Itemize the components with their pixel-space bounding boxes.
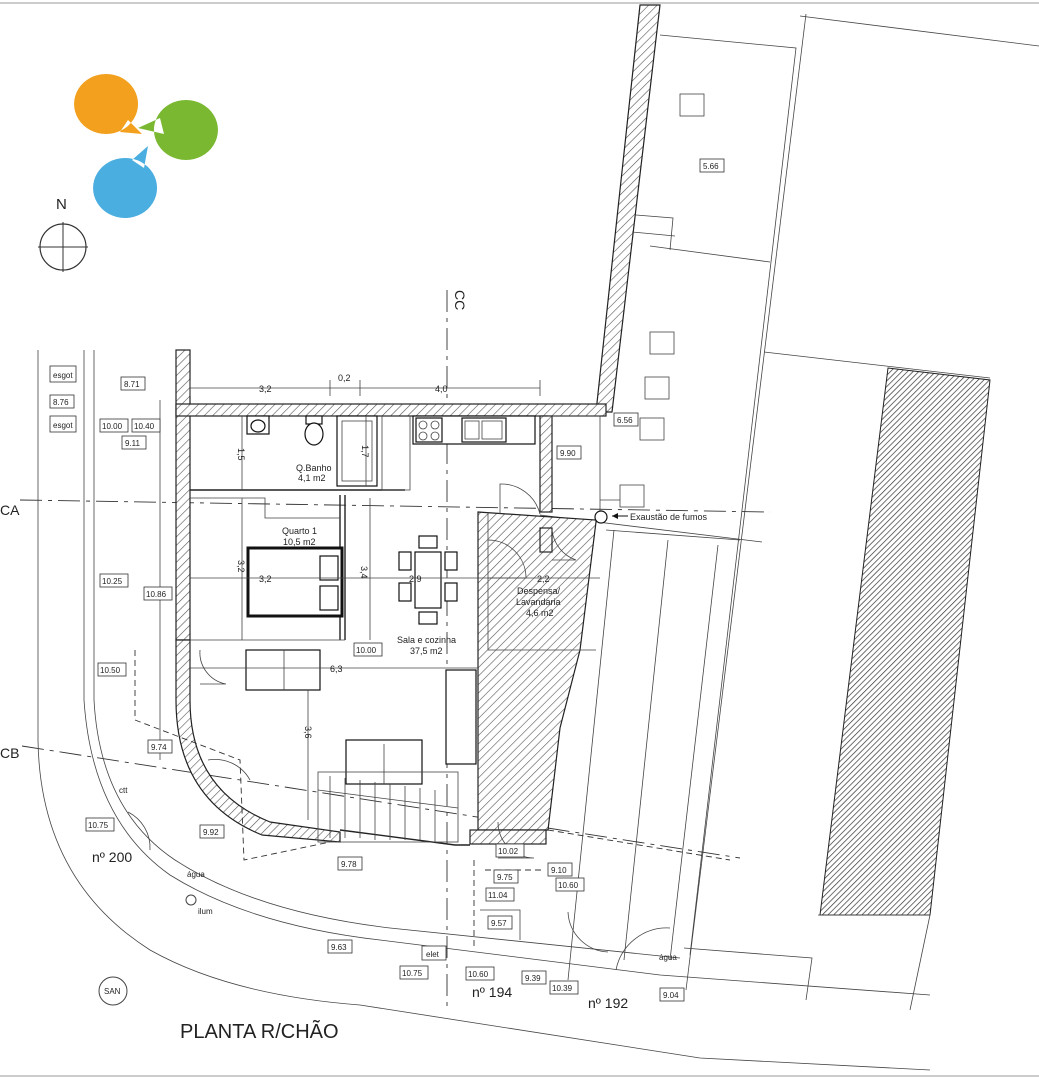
ilum-label: ilum xyxy=(198,907,213,916)
dashed-outlines xyxy=(134,650,731,950)
elev-9-57: 9.57 xyxy=(491,919,507,928)
dimension-texts: 3,2 0,2 4,0 1,5 1,7 3,2 3,2 3,4 2,9 2,2 … xyxy=(236,373,550,739)
sideboard xyxy=(445,669,477,765)
utility-boxes xyxy=(49,365,447,1006)
living-area: 37,5 m2 xyxy=(410,646,443,656)
stairs xyxy=(317,771,459,843)
dim-3-4: 3,4 xyxy=(359,566,369,579)
exhaust-label: Exaustão de fumos xyxy=(630,512,708,522)
section-lines: CA CB CC xyxy=(0,290,771,1012)
bath-area: 4,1 m2 xyxy=(298,473,326,483)
bedroom-area: 10,5 m2 xyxy=(283,537,316,547)
kitchen-counter xyxy=(412,415,536,445)
street-edges xyxy=(37,350,931,1071)
bedroom-name: Quarto 1 xyxy=(282,526,317,536)
dim-3-6: 3,6 xyxy=(303,726,313,739)
dim-1-5: 1,5 xyxy=(236,448,246,461)
north-symbol: N xyxy=(38,196,88,272)
house-number-200: nº 200 xyxy=(92,849,132,865)
neighbour-buildings xyxy=(539,4,1039,1011)
elev-8-71: 8.71 xyxy=(124,380,140,389)
kitchen-sink xyxy=(461,417,507,443)
elet-label: elet xyxy=(426,950,440,959)
bath-name: Q.Banho xyxy=(296,463,332,473)
elev-10-86: 10.86 xyxy=(146,590,167,599)
elev-9-11: 9.11 xyxy=(125,439,141,448)
dim-2-9: 2,9 xyxy=(409,574,422,584)
living-name: Sala e cozinha xyxy=(397,635,456,645)
dim-0-2: 0,2 xyxy=(338,373,351,383)
elev-10-75-b: 10.75 xyxy=(402,969,423,978)
ctt-label: ctt xyxy=(119,786,128,795)
san-label: SAN xyxy=(104,987,121,996)
plan-title: PLANTA R/CHÃO xyxy=(180,1019,339,1043)
section-cc-label: CC xyxy=(452,290,468,310)
agua-label-1: água xyxy=(187,870,205,879)
dim-3-2-horiz: 3,2 xyxy=(259,574,272,584)
elevation-texts: 8.71 8.76 10.00 10.40 9.11 10.25 10.86 1… xyxy=(53,162,719,1000)
elev-10-39: 10.39 xyxy=(552,984,573,993)
pantry-area: 4,6 m2 xyxy=(526,608,554,618)
bathtub xyxy=(336,415,378,487)
dining-table xyxy=(398,535,458,625)
dim-2-2: 2,2 xyxy=(537,574,550,584)
section-ca-label: CA xyxy=(0,502,20,518)
dim-3-2-vert: 3,2 xyxy=(236,560,246,573)
elev-10-75-a: 10.75 xyxy=(88,821,109,830)
elev-9-92: 9.92 xyxy=(203,828,219,837)
logo-orange-bubble xyxy=(74,74,142,134)
elev-9-63: 9.63 xyxy=(331,943,347,952)
elev-6-56: 6.56 xyxy=(617,416,633,425)
house-number-192: nº 192 xyxy=(588,995,628,1011)
elev-9-74: 9.74 xyxy=(151,743,167,752)
pantry-name-1: Despensa/ xyxy=(517,586,561,596)
elev-10-60-a: 10.60 xyxy=(558,881,579,890)
esgot-label-1: esgot xyxy=(53,371,73,380)
elev-10-50: 10.50 xyxy=(100,666,121,675)
elev-10-02: 10.02 xyxy=(498,847,519,856)
elev-10-60-b: 10.60 xyxy=(468,970,489,979)
room-labels: Q.Banho 4,1 m2 Quarto 1 10,5 m2 Sala e c… xyxy=(282,463,561,656)
neighbour-wall xyxy=(595,4,661,413)
elev-9-78: 9.78 xyxy=(341,860,357,869)
elev-10-00-b: 10.00 xyxy=(356,646,377,655)
section-cb-label: CB xyxy=(0,745,19,761)
doors xyxy=(127,483,671,971)
house-number-194: nº 194 xyxy=(472,984,512,1000)
dim-3-2-top: 3,2 xyxy=(259,384,272,394)
pantry-name-2: Lavandaria xyxy=(516,597,561,607)
agua-label-2: água xyxy=(659,953,677,962)
logo-green-bubble xyxy=(138,100,218,160)
dim-6-3: 6,3 xyxy=(330,664,343,674)
elev-9-39: 9.39 xyxy=(525,974,541,983)
house-numbers: nº 200 nº 194 nº 192 xyxy=(92,849,628,1011)
logo-blue-bubble xyxy=(93,146,158,218)
sofas xyxy=(245,649,477,785)
esgot-label-2: esgot xyxy=(53,421,73,430)
annotations: Exaustão de fumos esgot esgot água água … xyxy=(53,371,708,996)
elev-10-00-a: 10.00 xyxy=(102,422,123,431)
elev-9-10: 9.10 xyxy=(551,866,567,875)
dim-1-7: 1,7 xyxy=(360,445,370,458)
north-label: N xyxy=(56,196,67,213)
elev-9-90: 9.90 xyxy=(560,449,576,458)
elev-9-75: 9.75 xyxy=(497,873,513,882)
bathroom-fixtures xyxy=(246,415,378,487)
bed xyxy=(246,546,344,618)
elev-5-66: 5.66 xyxy=(703,162,719,171)
apartment-walls xyxy=(175,349,607,846)
dimension-lines xyxy=(189,380,600,820)
elev-11-04: 11.04 xyxy=(488,891,508,900)
elev-9-04: 9.04 xyxy=(663,991,679,1000)
logo xyxy=(74,74,218,218)
elev-8-76: 8.76 xyxy=(53,398,69,407)
elevation-boxes xyxy=(49,158,725,1002)
dim-4-0: 4,0 xyxy=(435,384,448,394)
elev-10-25: 10.25 xyxy=(102,577,123,586)
elev-10-40: 10.40 xyxy=(134,422,155,431)
exhaust-symbol xyxy=(594,510,628,524)
